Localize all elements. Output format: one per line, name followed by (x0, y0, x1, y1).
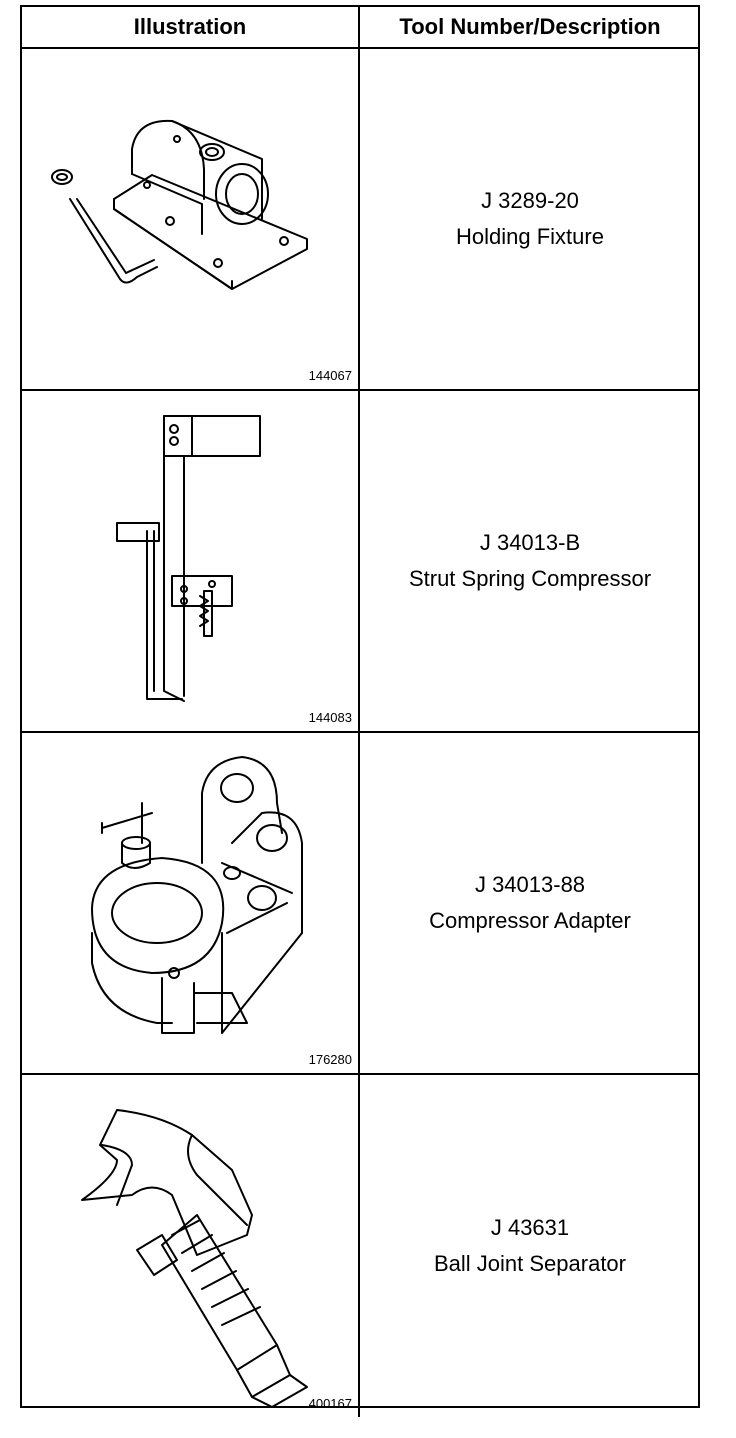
tool-description-cell: J 3289-20 Holding Fixture (360, 49, 700, 389)
tool-description-cell: J 34013-88 Compressor Adapter (360, 733, 700, 1073)
figure-number: 144067 (308, 368, 352, 383)
ball-joint-separator-icon (81, 1109, 308, 1406)
illustration-cell: 400167 (22, 1075, 360, 1417)
table-row: 144067 J 3289-20 Holding Fixture (22, 49, 698, 391)
tool-number: J 3289-20 (481, 188, 579, 213)
illustration-cell: 176280 (22, 733, 360, 1073)
illustration-cell: 144067 (22, 49, 360, 389)
tool-description: Ball Joint Separator (434, 1251, 626, 1276)
tool-description: Strut Spring Compressor (408, 566, 652, 591)
illustration-cell: 144083 (22, 391, 360, 731)
table-row: 400167 J 43631 Ball Joint Separator (22, 1075, 698, 1417)
header-illustration: Illustration (22, 7, 360, 47)
holding-fixture-icon (51, 119, 308, 290)
tool-description: Holding Fixture (456, 224, 604, 249)
figure-number: 176280 (308, 1052, 352, 1067)
tool-number: J 34013-88 (474, 872, 586, 897)
tool-description-cell: J 34013-B Strut Spring Compressor (360, 391, 700, 731)
tool-number: J 34013-B (479, 530, 581, 555)
tool-table: Illustration Tool Number/Description (20, 5, 700, 1417)
tool-number: J 43631 (490, 1215, 570, 1240)
compressor-adapter-icon (91, 756, 303, 1034)
strut-spring-compressor-icon (116, 415, 261, 702)
table-header: Illustration Tool Number/Description (22, 7, 698, 49)
tool-description: Compressor Adapter (429, 908, 631, 933)
table-row: 144083 J 34013-B Strut Spring Compressor (22, 391, 698, 733)
figure-number: 144083 (308, 710, 352, 725)
tool-description-cell: J 43631 Ball Joint Separator (360, 1075, 700, 1417)
figure-number: 400167 (308, 1396, 352, 1411)
table-row: 176280 J 34013-88 Compressor Adapter (22, 733, 698, 1075)
header-tool-number: Tool Number/Description (399, 14, 661, 39)
